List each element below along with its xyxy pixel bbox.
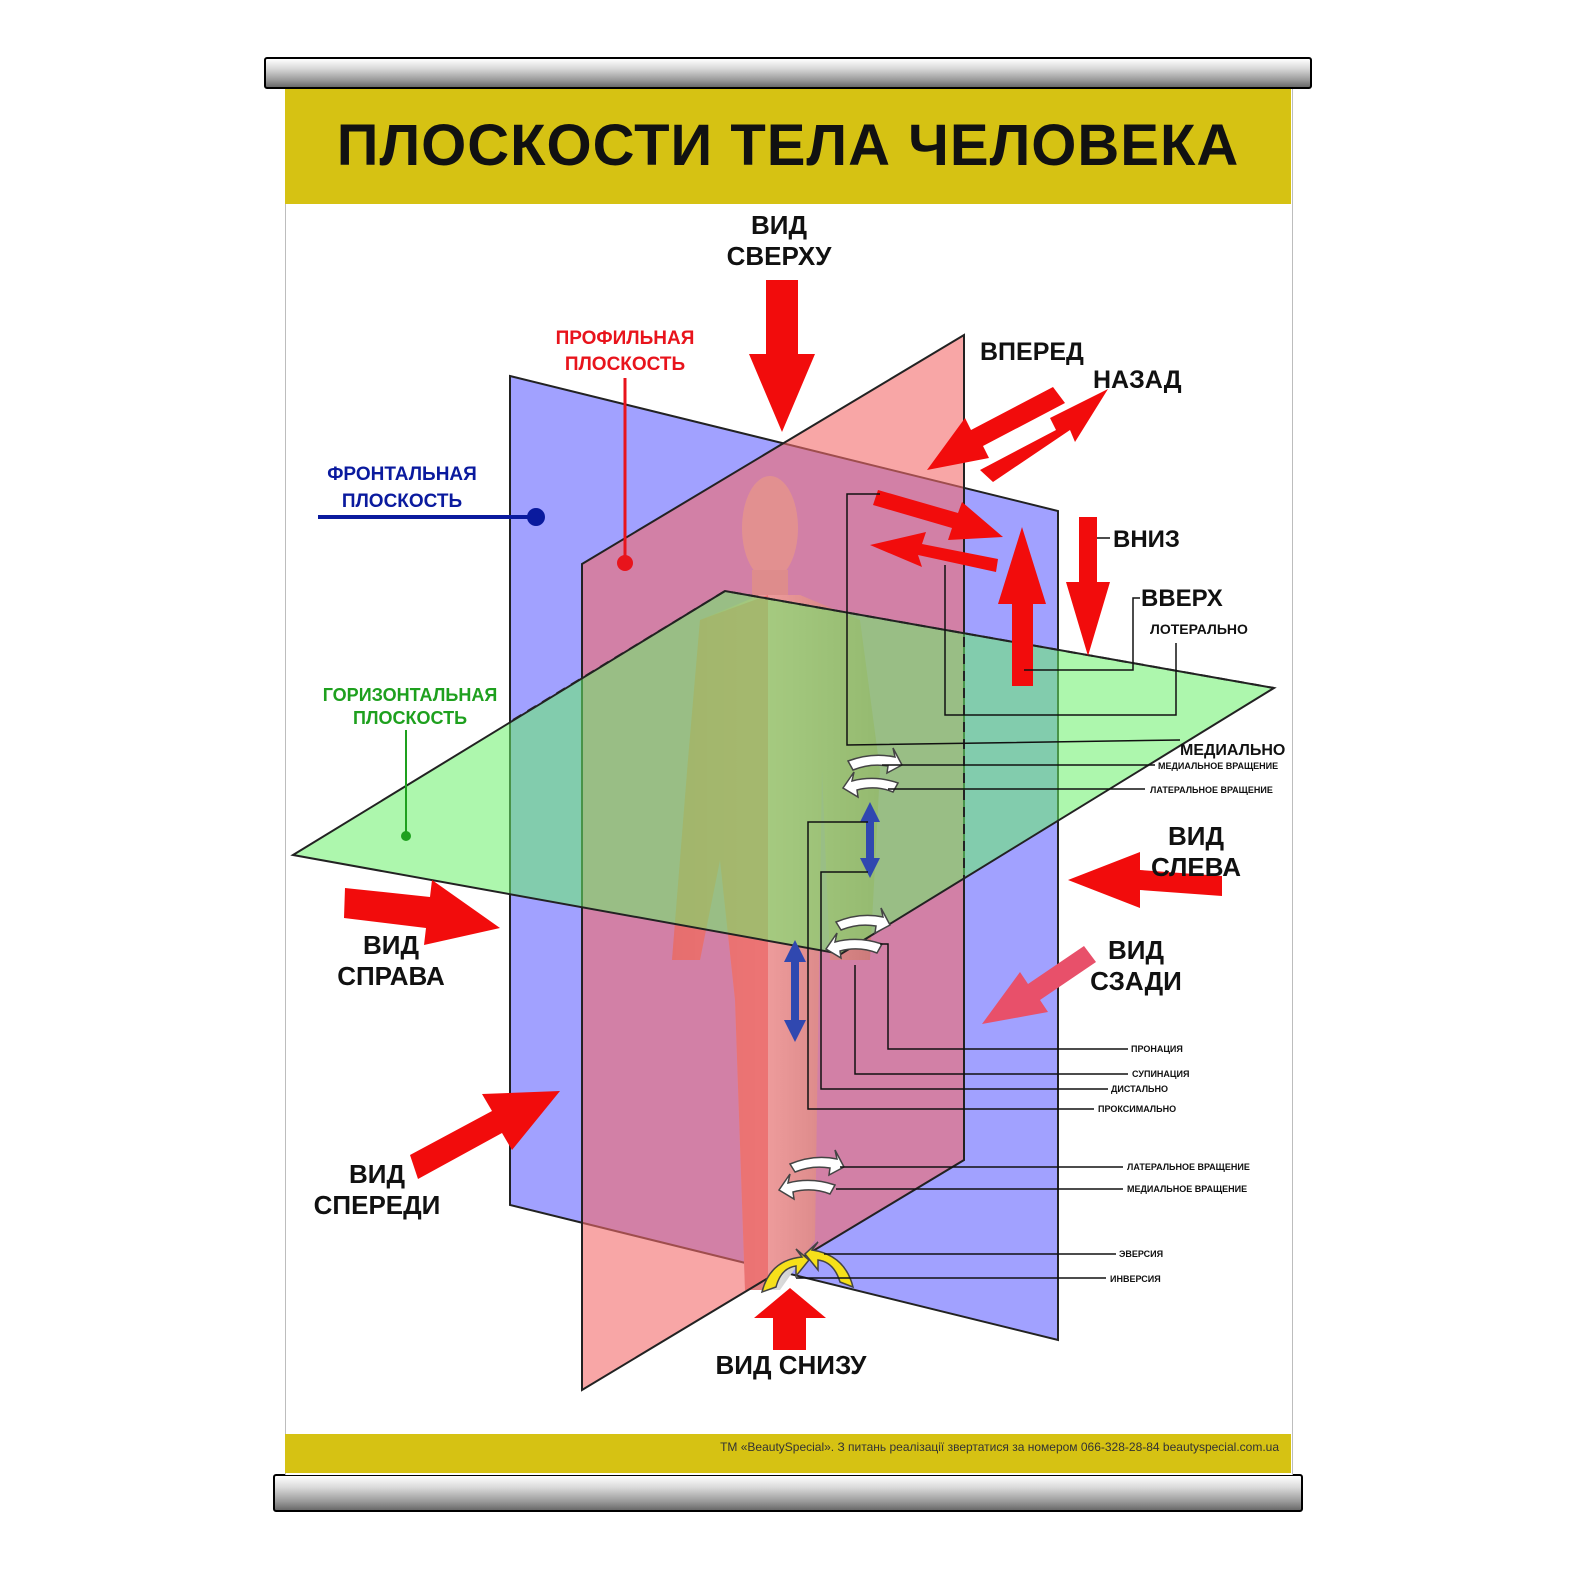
- view-front-arrow: [410, 1091, 560, 1179]
- medial-label: МЕДИАЛЬНО: [1180, 742, 1285, 759]
- horizontal-plane-leader-dot: [401, 831, 411, 841]
- view-right-arrow: [344, 880, 500, 945]
- view-back-label-line2: СЗАДИ: [1090, 966, 1182, 996]
- forward-arrow: [927, 387, 1065, 470]
- wrist-pronation-arrow: [824, 932, 884, 960]
- view-front-label-line1: ВИД: [349, 1159, 405, 1189]
- view-back-arrow: [982, 946, 1096, 1024]
- lateral-label: ЛОТЕРАЛЬНО: [1150, 621, 1248, 637]
- view-bottom-arrow: [754, 1288, 826, 1350]
- backward-label: НАЗАД: [1093, 366, 1182, 394]
- knee-medial-rotation-label: МЕДИАЛЬНОЕ ВРАЩЕНИЕ: [1127, 1184, 1247, 1194]
- up-label: ВВЕРХ: [1141, 585, 1223, 612]
- shoulder-medial-rotation-arrow: [846, 747, 904, 775]
- wrist-supination-arrow: [834, 907, 892, 935]
- lateral-leader: [944, 565, 1177, 716]
- view-bottom-label: ВИД СНИЗУ: [716, 1350, 868, 1380]
- top-hanger-rod: [264, 57, 1312, 89]
- frontal-plane-label-line2: ПЛОСКОСТЬ: [342, 491, 462, 512]
- horizontal-plane-label-line1: ГОРИЗОНТАЛЬНАЯ: [323, 685, 498, 705]
- horizontal-plane-hidden-edge: [512, 589, 1275, 721]
- shoulder-lateral-rotation-label: ЛАТЕРАЛЬНОЕ ВРАЩЕНИЕ: [1150, 785, 1273, 795]
- poster-title: ПЛОСКОСТИ ТЕЛА ЧЕЛОВЕКА: [336, 113, 1240, 178]
- frontal-plane-leader-dot: [527, 508, 545, 526]
- horizontal-plane-label-line2: ПЛОСКОСТЬ: [353, 708, 467, 728]
- knee-medial-rotation-arrow: [777, 1173, 837, 1201]
- frontal-plane-label-line1: ФРОНТАЛЬНАЯ: [327, 464, 477, 485]
- down-label: ВНИЗ: [1113, 526, 1180, 553]
- distal-leader: [820, 871, 1108, 1090]
- proximal-label: ПРОКСИМАЛЬНО: [1098, 1104, 1176, 1114]
- view-right-label-line2: СПРАВА: [337, 961, 445, 991]
- medial-leader: [846, 493, 1181, 746]
- profile-plane-label-line2: ПЛОСКОСТЬ: [565, 354, 685, 375]
- up-arrow: [998, 527, 1046, 686]
- shoulder-medial-rotation-label: МЕДИАЛЬНОЕ ВРАЩЕНИЕ: [1158, 761, 1278, 771]
- view-top-label-line2: СВЕРХУ: [727, 241, 833, 271]
- footer-credits: ТМ «BeautySpecial». З питань реалізації …: [720, 1440, 1279, 1454]
- view-left-label-line1: ВИД: [1168, 821, 1224, 851]
- shoulder-lateral-rotation-arrow: [841, 771, 900, 799]
- knee-lateral-rotation-arrow: [788, 1149, 846, 1177]
- profile-plane-leader-dot: [617, 555, 633, 571]
- foot-eversion-arrow: [803, 1241, 855, 1289]
- inversion-label: ИНВЕРСИЯ: [1110, 1274, 1161, 1284]
- lower-leg-distal-proximal-arrow: [784, 940, 806, 1042]
- view-top-arrow: [749, 280, 815, 432]
- view-top-label-line1: ВИД: [751, 210, 807, 240]
- view-right-label-line1: ВИД: [363, 930, 419, 960]
- bottom-hanger-rod: [273, 1474, 1303, 1512]
- pronation-leader: [880, 943, 1128, 1050]
- knee-lateral-rotation-label: ЛАТЕРАЛЬНОЕ ВРАЩЕНИЕ: [1127, 1162, 1250, 1172]
- medial-arrow: [873, 490, 1003, 540]
- forearm-distal-proximal-arrow: [860, 802, 880, 878]
- view-left-arrow: [1068, 852, 1222, 908]
- lateral-arrow: [870, 532, 998, 572]
- eversion-label: ЭВЕРСИЯ: [1119, 1249, 1163, 1259]
- pronation-label: ПРОНАЦИЯ: [1131, 1044, 1183, 1054]
- supination-leader: [854, 965, 1128, 1075]
- forward-label: ВПЕРЕД: [980, 338, 1084, 366]
- foot-inversion-arrow: [760, 1248, 811, 1294]
- profile-plane-label-line1: ПРОФИЛЬНАЯ: [556, 328, 695, 349]
- down-arrow: [1066, 517, 1110, 656]
- view-front-label-line2: СПЕРЕДИ: [314, 1190, 441, 1220]
- proximal-leader: [807, 821, 1094, 1110]
- supination-label: СУПИНАЦИЯ: [1132, 1069, 1189, 1079]
- distal-label: ДИСТАЛЬНО: [1111, 1084, 1168, 1094]
- view-left-label-line2: СЛЕВА: [1151, 852, 1241, 882]
- up-leader: [1024, 597, 1140, 671]
- backward-arrow: [980, 389, 1108, 482]
- title-band: [285, 89, 1291, 204]
- view-back-label-line1: ВИД: [1108, 935, 1164, 965]
- footer-band: [285, 1434, 1291, 1473]
